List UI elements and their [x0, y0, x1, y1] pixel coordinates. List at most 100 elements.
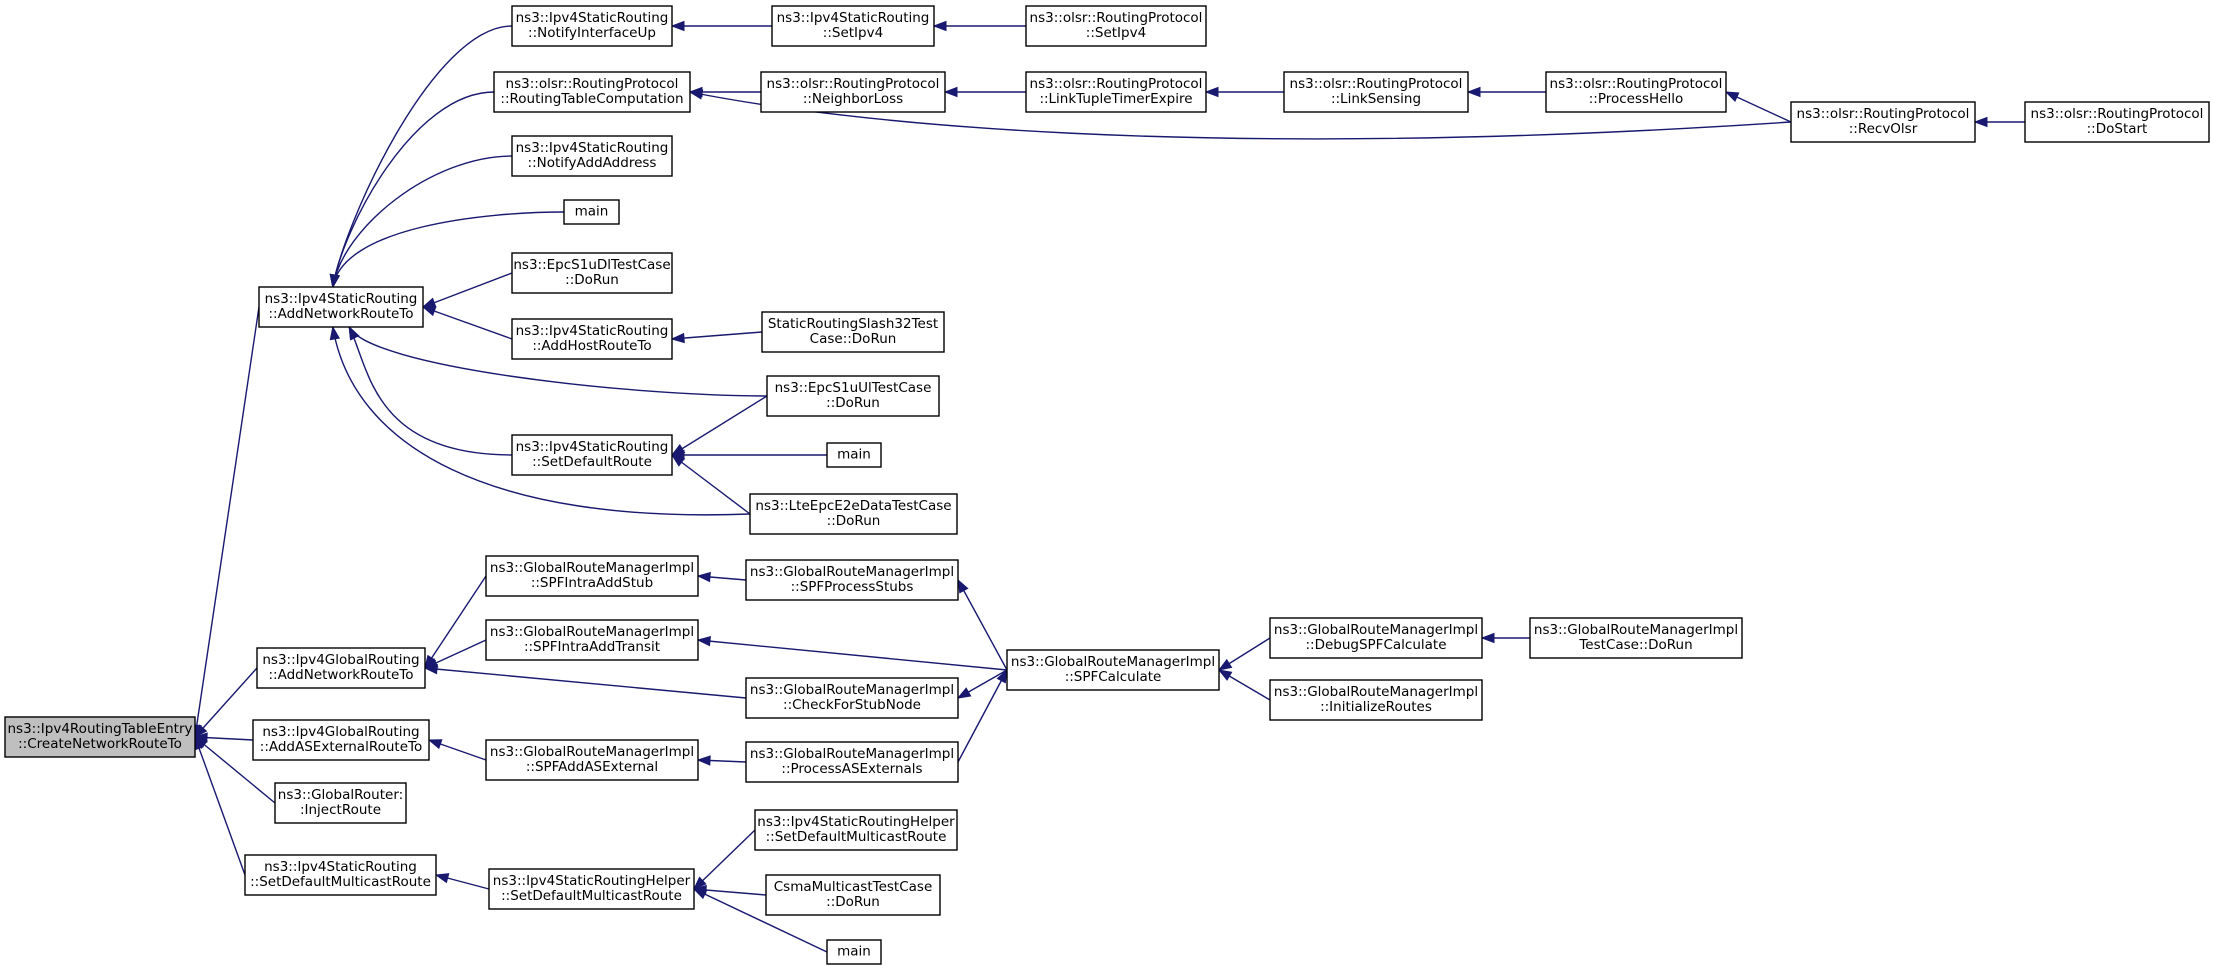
node-label-line: ::LinkSensing — [1331, 91, 1421, 107]
node-spfCalc[interactable]: ns3::GlobalRouteManagerImpl::SPFCalculat… — [1006, 649, 1220, 691]
node-label-line: ns3::Ipv4StaticRouting — [777, 10, 930, 26]
node-grInj[interactable]: ns3::GlobalRouter::InjectRoute — [274, 782, 407, 824]
node-box — [1269, 617, 1483, 659]
edge-epcDl-to-sANRT — [422, 272, 513, 308]
node-label-line: ns3::GlobalRouteManagerImpl — [490, 624, 694, 640]
node-box — [771, 5, 935, 47]
node-label-line: ::SetDefaultMulticastRoute — [766, 829, 947, 845]
arrowhead — [194, 724, 208, 739]
node-label-line: ::RoutingTableComputation — [500, 91, 683, 107]
node-box — [766, 375, 940, 417]
node-hSDMR2[interactable]: ns3::Ipv4StaticRoutingHelper::SetDefault… — [754, 809, 958, 851]
arrowhead — [932, 20, 947, 32]
node-label-line: ::RecvOlsr — [1849, 121, 1918, 137]
arrowhead — [956, 687, 972, 699]
node-label-line: main — [837, 447, 871, 463]
node-sANRT[interactable]: ns3::Ipv4StaticRouting::AddNetworkRouteT… — [258, 286, 424, 328]
nodes: ns3::Ipv4RoutingTableEntry::CreateNetwor… — [4, 5, 2210, 965]
arrowhead — [329, 273, 341, 289]
node-ltte[interactable]: ns3::olsr::RoutingProtocol::LinkTupleTim… — [1025, 71, 1207, 113]
node-nAddA[interactable]: ns3::Ipv4StaticRouting::NotifyAddAddress — [511, 135, 673, 177]
node-label-line: ns3::GlobalRouteManagerImpl — [1274, 622, 1478, 638]
node-gAASE[interactable]: ns3::Ipv4GlobalRouting::AddASExternalRou… — [252, 719, 430, 761]
node-label-line: ns3::GlobalRouteManagerImpl — [750, 682, 954, 698]
node-box — [2024, 101, 2210, 143]
node-gANRT[interactable]: ns3::Ipv4GlobalRouting::AddNetworkRouteT… — [256, 647, 426, 689]
node-box — [511, 434, 673, 476]
arrowhead — [696, 636, 711, 647]
node-epcUl[interactable]: ns3::EpcS1uUlTestCase::DoRun — [766, 375, 940, 417]
node-main3[interactable]: main — [826, 939, 882, 965]
node-label-line: ::ProcessASExternals — [781, 761, 922, 777]
node-label-line: ::AddASExternalRouteTo — [260, 739, 422, 755]
node-spfTr[interactable]: ns3::GlobalRouteManagerImpl::SPFIntraAdd… — [485, 619, 699, 661]
node-label-line: ns3::Ipv4RoutingTableEntry — [8, 721, 193, 737]
edge-sDef-to-sANRT — [348, 326, 513, 456]
node-lteE2e[interactable]: ns3::LteEpcE2eDataTestCase::DoRun — [749, 493, 958, 535]
edge-pASE-to-spfCalc — [957, 669, 1008, 763]
node-label-line: ::AddNetworkRouteTo — [269, 306, 414, 322]
node-nLoss[interactable]: ns3::olsr::RoutingProtocol::NeighborLoss — [760, 71, 946, 113]
node-lSense[interactable]: ns3::olsr::RoutingProtocol::LinkSensing — [1283, 71, 1469, 113]
node-label-line: ::SetIpv4 — [1086, 25, 1146, 41]
node-epcDl[interactable]: ns3::EpcS1uDlTestCase::DoRun — [511, 252, 673, 294]
arrowhead — [421, 297, 437, 308]
node-main1[interactable]: main — [563, 199, 620, 225]
node-nIfUp[interactable]: ns3::Ipv4StaticRouting::NotifyInterfaceU… — [511, 5, 673, 47]
node-label-line: ::CreateNetworkRouteTo — [18, 736, 182, 752]
node-label-line: :InjectRoute — [300, 802, 381, 818]
node-label-line: ::ProcessHello — [1589, 91, 1684, 107]
arrowhead — [329, 325, 341, 341]
node-aHost[interactable]: ns3::Ipv4StaticRouting::AddHostRouteTo — [511, 318, 673, 360]
node-box — [1025, 71, 1207, 113]
node-label-line: ::SPFIntraAddStub — [531, 575, 653, 591]
arrowhead — [943, 86, 958, 98]
node-label-line: ns3::olsr::RoutingProtocol — [506, 76, 679, 92]
node-sDef[interactable]: ns3::Ipv4StaticRouting::SetDefaultRoute — [511, 434, 673, 476]
edge-hSDMR2-to-hSDMR — [693, 829, 756, 890]
node-chkStub[interactable]: ns3::GlobalRouteManagerImpl::CheckForStu… — [745, 677, 959, 719]
node-pHello[interactable]: ns3::olsr::RoutingProtocol::ProcessHello — [1545, 71, 1727, 113]
node-rtc[interactable]: ns3::olsr::RoutingProtocol::RoutingTable… — [493, 71, 691, 113]
node-label-line: ::SetDefaultRoute — [532, 454, 652, 470]
node-label-line: ns3::olsr::RoutingProtocol — [1290, 76, 1463, 92]
node-label-line: ns3::GlobalRouteManagerImpl — [1274, 684, 1478, 700]
node-csma[interactable]: CsmaMulticastTestCase::DoRun — [765, 874, 941, 916]
node-grmTest[interactable]: ns3::GlobalRouteManagerImplTestCase::DoR… — [1529, 617, 1743, 659]
edge-epcUl-to-sDef — [671, 395, 768, 456]
node-root[interactable]: ns3::Ipv4RoutingTableEntry::CreateNetwor… — [4, 716, 196, 758]
node-pASE[interactable]: ns3::GlobalRouteManagerImpl::ProcessASEx… — [745, 741, 959, 783]
edge-epcUl-to-sANRT — [348, 326, 768, 397]
node-pStubs[interactable]: ns3::GlobalRouteManagerImpl::SPFProcessS… — [745, 559, 959, 601]
node-main2[interactable]: main — [826, 442, 882, 468]
node-spfStub[interactable]: ns3::GlobalRouteManagerImpl::SPFIntraAdd… — [485, 555, 699, 597]
node-setIpv4[interactable]: ns3::Ipv4StaticRouting::SetIpv4 — [771, 5, 935, 47]
node-box — [258, 286, 424, 328]
node-label-line: ::DoRun — [826, 894, 880, 910]
node-box — [252, 719, 430, 761]
node-label-line: ::AddNetworkRouteTo — [269, 667, 414, 683]
node-initR[interactable]: ns3::GlobalRouteManagerImpl::InitializeR… — [1269, 679, 1483, 721]
arrowhead — [1724, 91, 1740, 102]
node-spfAS[interactable]: ns3::GlobalRouteManagerImpl::SPFAddASExt… — [485, 739, 699, 781]
node-box — [754, 809, 958, 851]
node-label-line: ns3::Ipv4StaticRouting — [516, 439, 669, 455]
node-olsrSet[interactable]: ns3::olsr::RoutingProtocol::SetIpv4 — [1025, 5, 1207, 47]
node-label-line: ns3::olsr::RoutingProtocol — [767, 76, 940, 92]
node-box — [244, 854, 437, 896]
node-doStart[interactable]: ns3::olsr::RoutingProtocol::DoStart — [2024, 101, 2210, 143]
node-label-line: ns3::LteEpcE2eDataTestCase — [755, 498, 951, 514]
node-box — [1006, 649, 1220, 691]
edge-sANRT-to-root — [194, 306, 260, 738]
node-label-line: ns3::olsr::RoutingProtocol — [2031, 106, 2204, 122]
node-hSDMR[interactable]: ns3::Ipv4StaticRoutingHelper::SetDefault… — [488, 868, 695, 910]
node-dbgSPF[interactable]: ns3::GlobalRouteManagerImpl::DebugSPFCal… — [1269, 617, 1483, 659]
node-sSDMR[interactable]: ns3::Ipv4StaticRouting::SetDefaultMultic… — [244, 854, 437, 896]
arrowhead — [692, 876, 707, 890]
node-label-line: ns3::Ipv4StaticRoutingHelper — [493, 873, 691, 889]
node-recv[interactable]: ns3::olsr::RoutingProtocol::RecvOlsr — [1790, 101, 1976, 143]
edge-spfCalc-to-pStubs — [957, 579, 1008, 671]
arrowhead — [1973, 116, 1988, 128]
node-box — [511, 135, 673, 177]
